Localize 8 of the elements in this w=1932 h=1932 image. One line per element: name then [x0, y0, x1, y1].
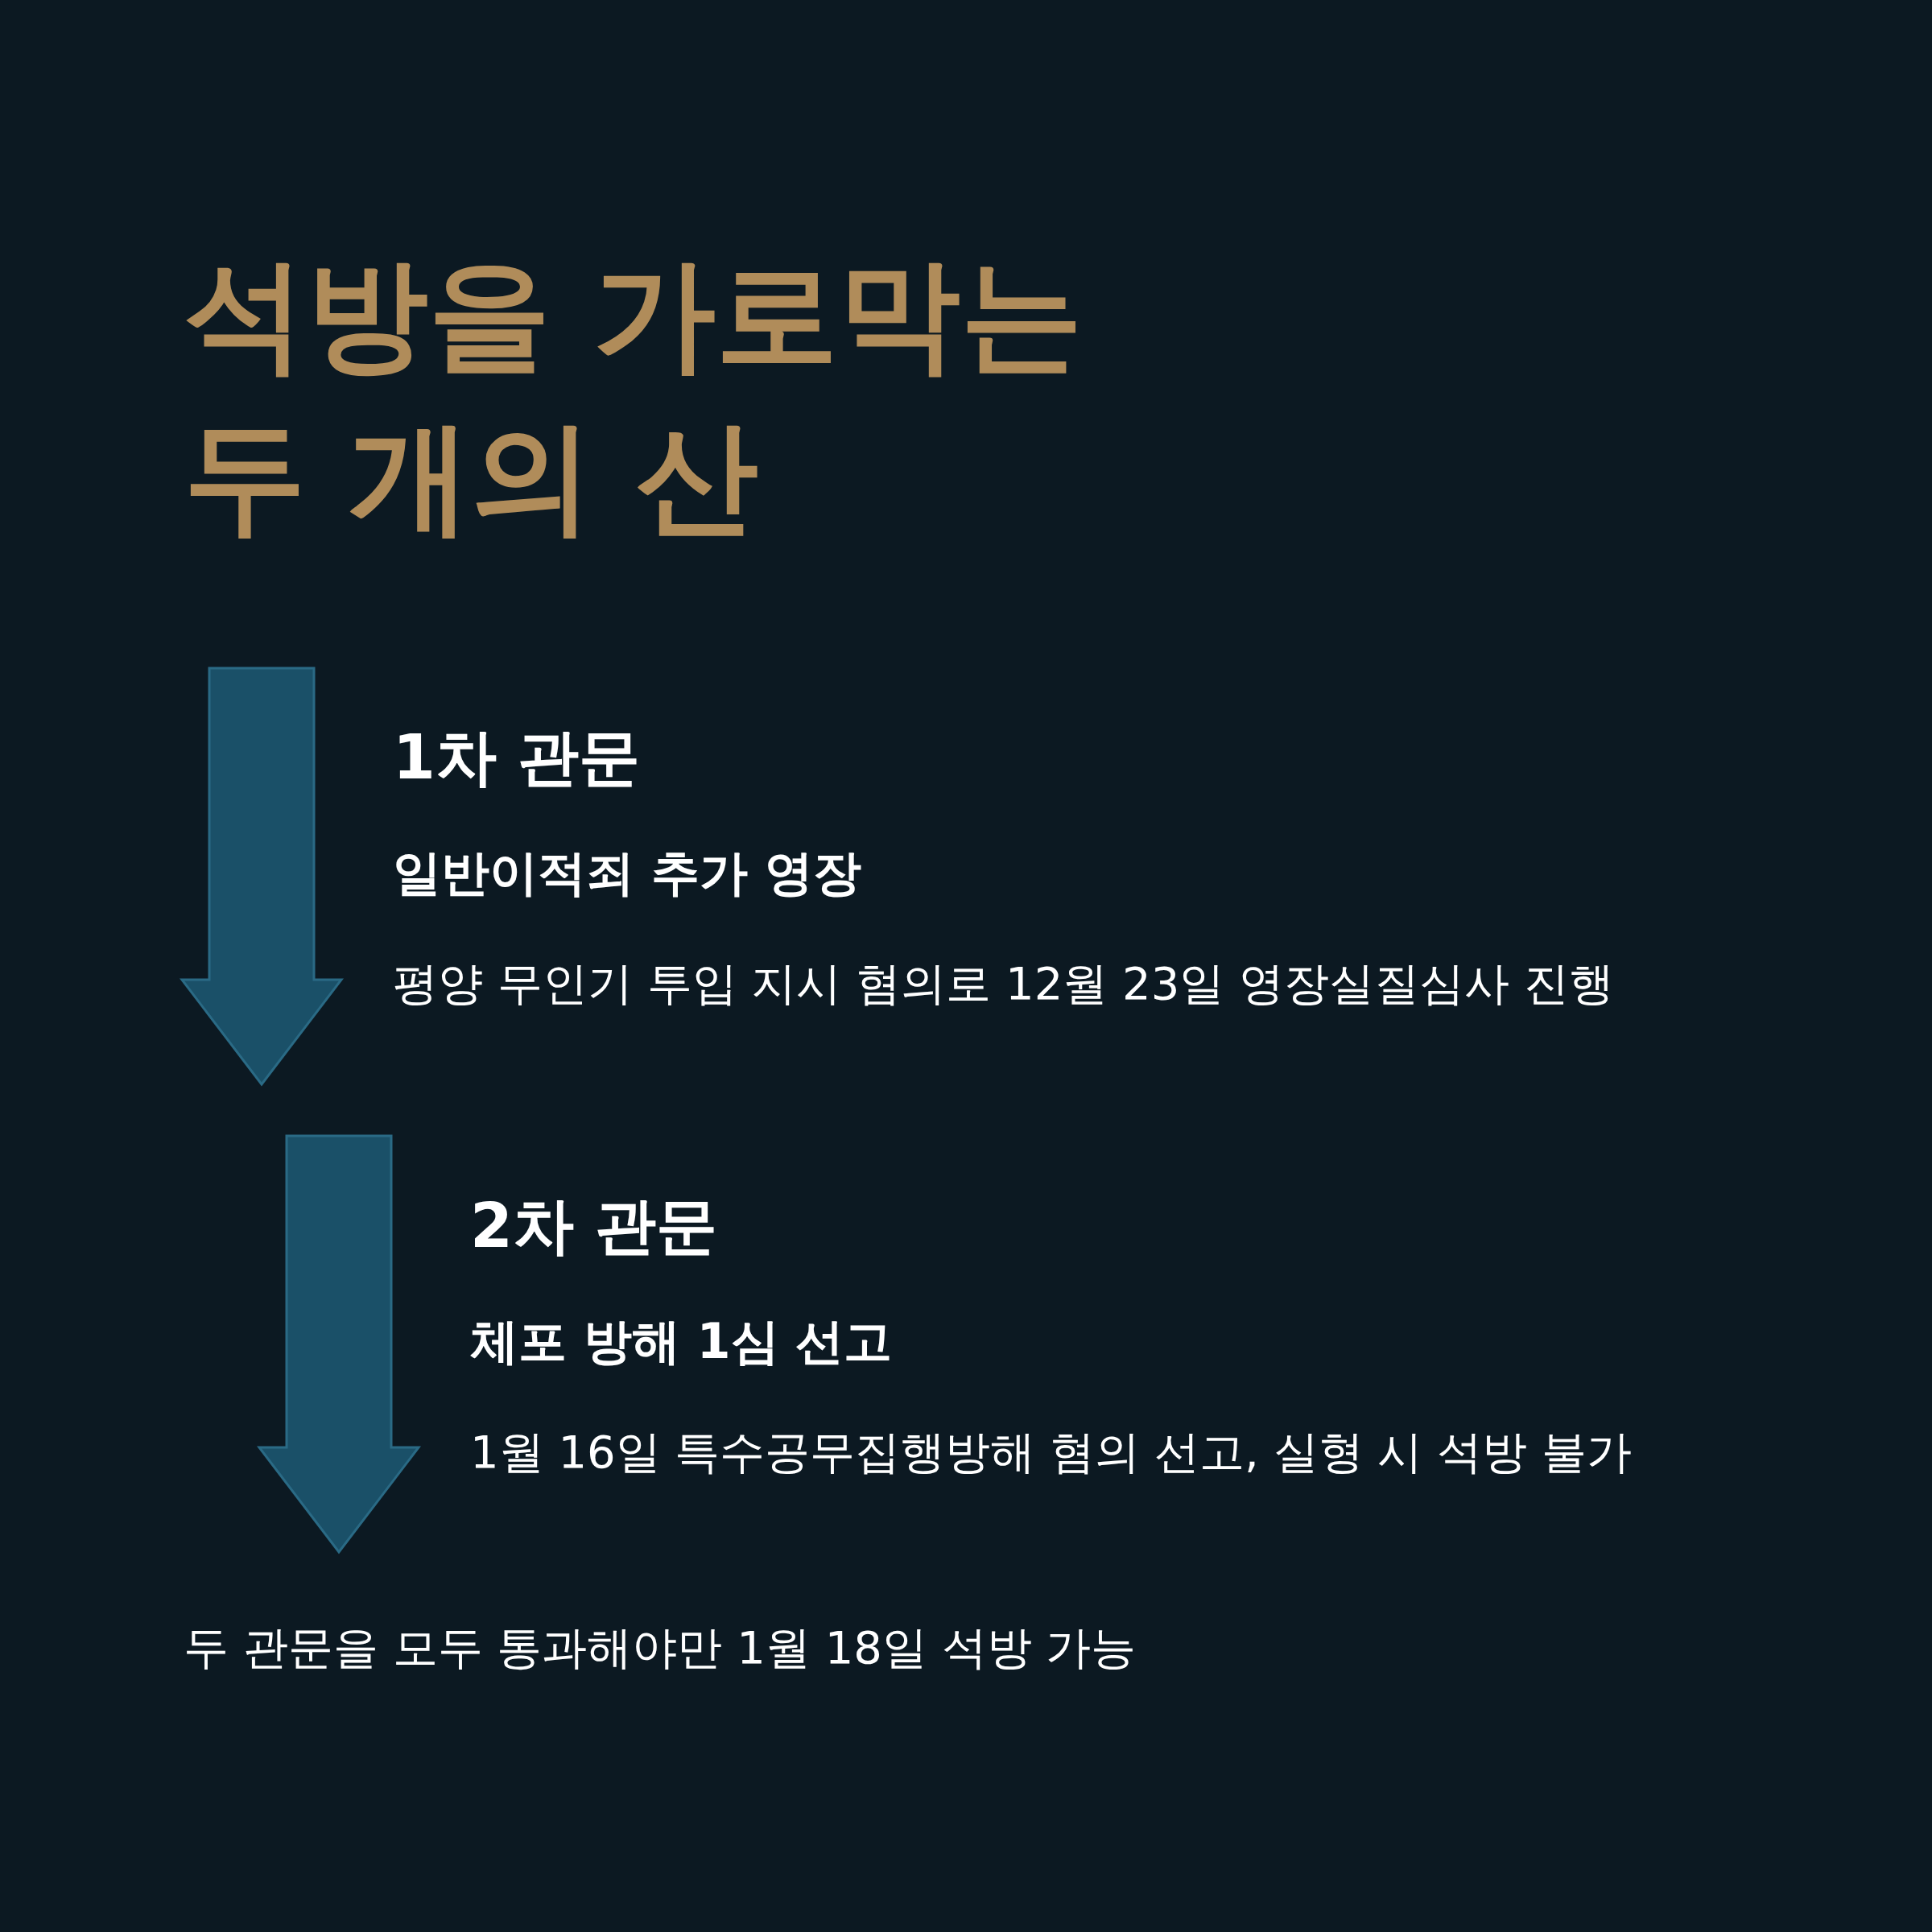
step-subheading: 일반이적죄 추가 영장 [393, 844, 861, 902]
step-subheading: 체포 방해 1심 선고 [470, 1312, 893, 1370]
step-description: 1월 16일 특수공무집행방해 혐의 선고, 실형 시 석방 불가 [470, 1425, 1633, 1480]
step-description: 평양 무인기 투입 지시 혐의로 12월 23일 영장실질심사 진행 [393, 956, 1614, 1011]
step-heading: 1차 관문 [393, 720, 641, 795]
title: 석방을 가로막는 두 개의 산 [184, 242, 1084, 551]
conclusion-text: 두 관문을 모두 통과해야만 1월 18일 석방 가능 [184, 1620, 1137, 1675]
step-heading: 2차 관문 [470, 1189, 718, 1263]
